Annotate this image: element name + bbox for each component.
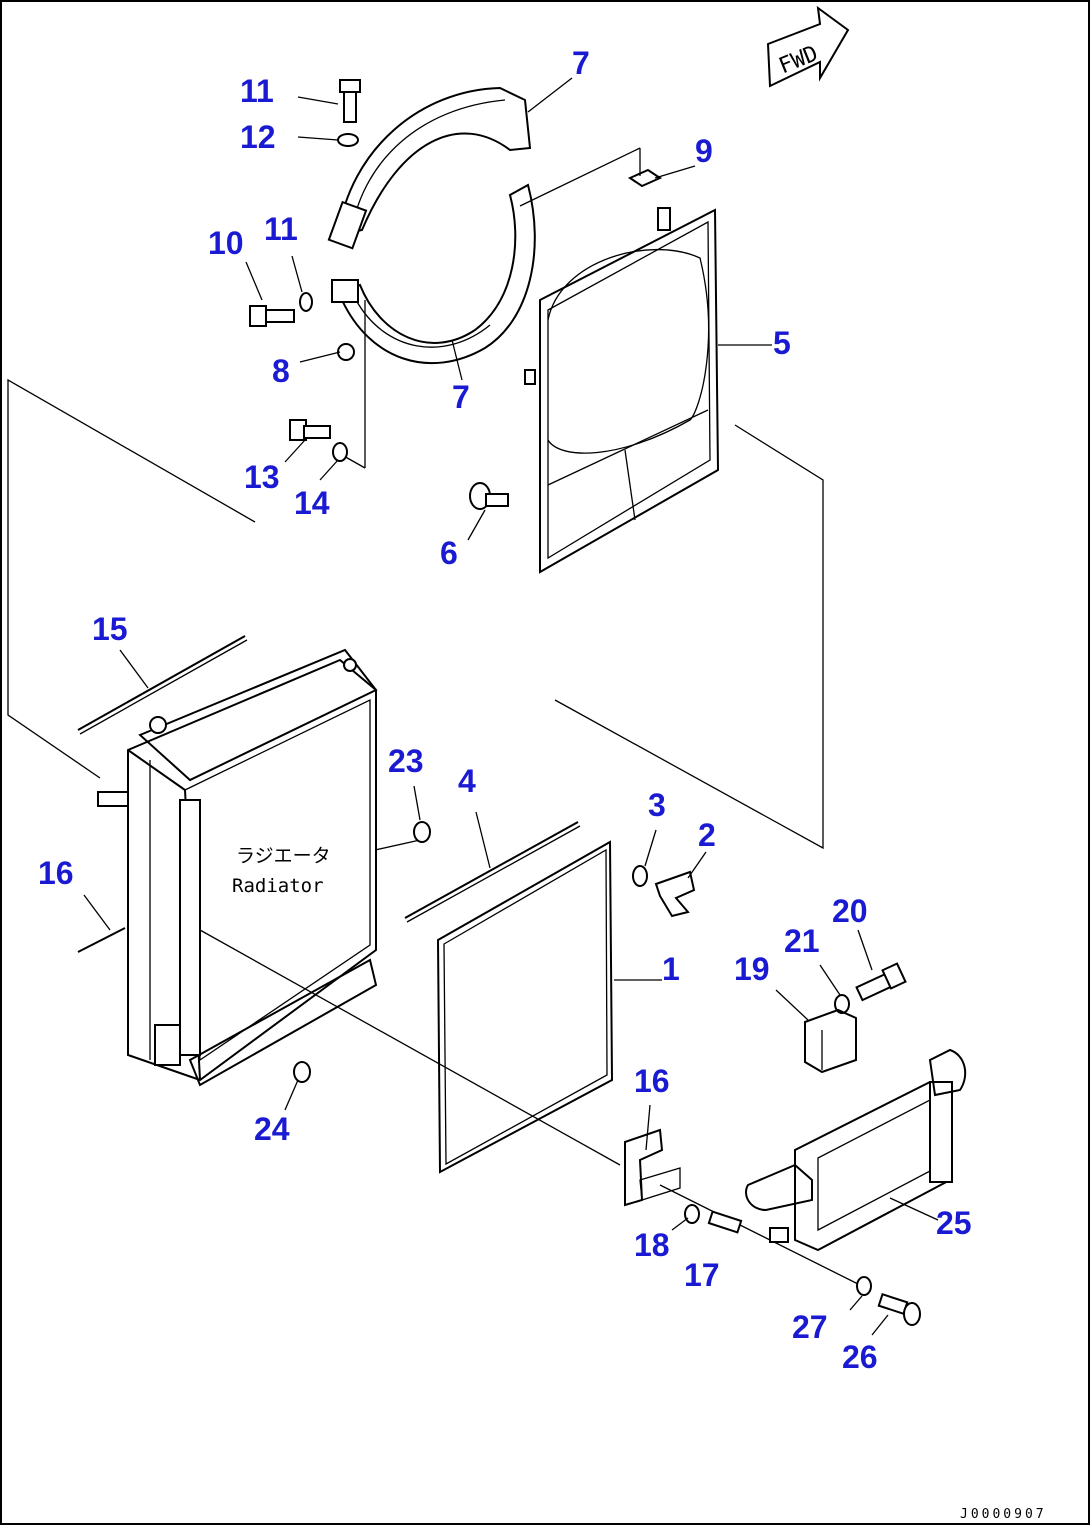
hardware-group [249, 79, 921, 1326]
forward-arrow-icon: FWD [766, 5, 850, 88]
screen-net [436, 840, 614, 1174]
callout-16-upper: 15 [92, 611, 128, 647]
reference-lines [7, 147, 871, 1291]
callout-7-upper: 7 [572, 45, 590, 81]
callout-24: 24 [254, 1111, 290, 1147]
callout-11: 11 [264, 211, 298, 247]
callout-5: 5 [773, 325, 791, 361]
callout-7-lower: 7 [452, 379, 470, 415]
callout-15: 14 [294, 485, 330, 521]
callout-2: 2 [698, 817, 716, 853]
callout-1: 1 [662, 951, 680, 987]
callout-17: 16 [634, 1063, 670, 1099]
callout-10: 10 [208, 225, 244, 261]
fan-guard-upper [327, 86, 532, 250]
bracket-part-17 [624, 1128, 681, 1207]
radiator-label-japanese: ラジエータ [236, 845, 331, 867]
callout-13: 12 [240, 119, 276, 155]
callout-23: 23 [388, 743, 424, 779]
callout-9: 9 [695, 133, 713, 169]
callout-26: 26 [842, 1339, 878, 1375]
fan-shroud [524, 207, 720, 574]
callout-16-lower: 16 [38, 855, 74, 891]
radiator-label-english: Radiator [232, 875, 324, 897]
seal-strip-upper [77, 635, 248, 735]
fan-guard-lower [331, 183, 536, 364]
aftercooler [745, 1048, 967, 1252]
callout-22: 21 [784, 923, 820, 959]
callout-3: 3 [648, 787, 666, 823]
callout-12: 11 [240, 73, 274, 109]
callout-21: 20 [832, 893, 868, 929]
callout-27: 27 [792, 1309, 828, 1345]
callout-20: 19 [734, 951, 770, 987]
callout-4: 4 [458, 763, 476, 799]
callout-18: 17 [684, 1257, 720, 1293]
bracket-part-20 [804, 1008, 857, 1074]
drawing-code: J0000907 [960, 1507, 1047, 1522]
fwd-label: FWD [776, 41, 822, 79]
callout-14: 13 [244, 459, 280, 495]
radiator: ラジエータ Radiator [97, 648, 378, 1087]
callout-8: 8 [272, 353, 290, 389]
callout-6: 6 [440, 535, 458, 571]
seal-strip-lower [77, 927, 126, 953]
clip-part-9 [627, 168, 663, 188]
callouts: 11 12 7 9 10 11 8 7 5 13 14 6 15 23 4 3 … [38, 45, 972, 1375]
seal-strip-part-4 [404, 821, 581, 923]
callout-19: 18 [634, 1227, 670, 1263]
callout-25: 25 [936, 1205, 972, 1241]
leader-lines [83, 77, 939, 1336]
